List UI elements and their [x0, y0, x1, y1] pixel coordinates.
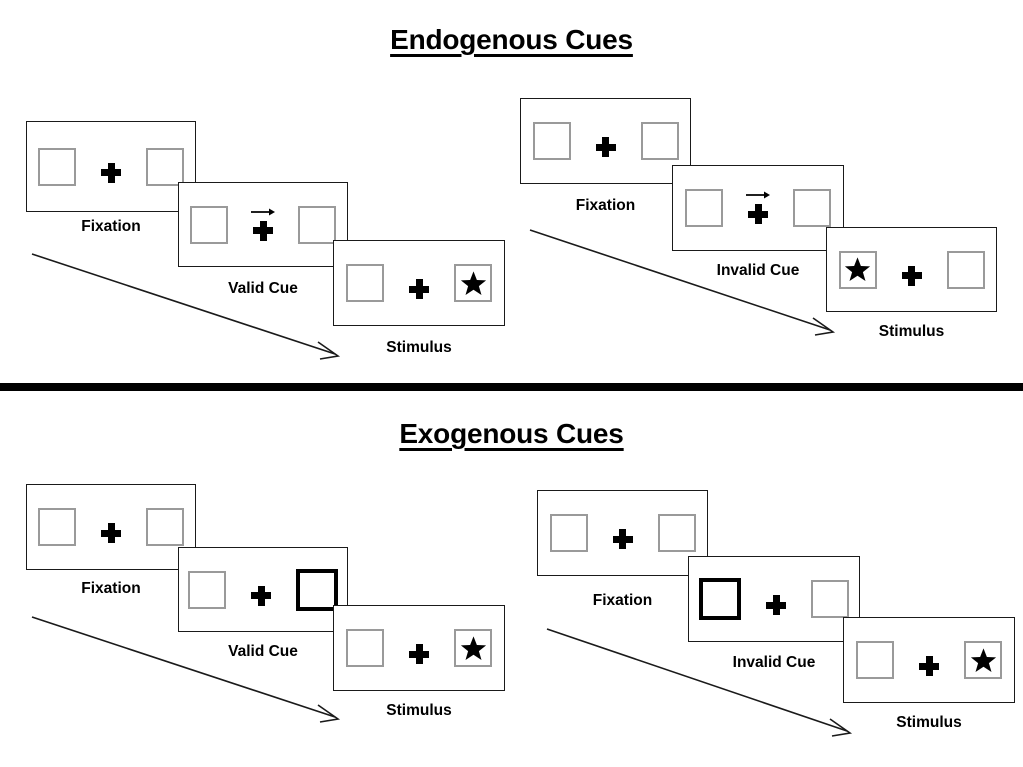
plus-cross-icon	[766, 595, 786, 615]
arrow-right-icon	[745, 190, 771, 200]
star-icon	[970, 647, 996, 672]
plus-cross-icon	[251, 585, 271, 606]
right-box	[946, 250, 985, 289]
arrow-right-icon	[250, 207, 276, 217]
panel-endo-invalid-stimulus[interactable]	[826, 227, 997, 312]
right-box	[454, 264, 492, 302]
left-box	[838, 250, 877, 289]
caption-exo-valid-cue: Valid Cue	[228, 643, 298, 660]
panel-content	[521, 99, 690, 183]
left-box	[188, 570, 226, 609]
right-box	[146, 147, 184, 186]
fixation-cross-stack	[897, 251, 927, 289]
time-arrow-endogenous-valid	[30, 250, 350, 365]
left-box	[190, 205, 228, 244]
panel-content	[334, 241, 504, 325]
section-title-exogenous: Exogenous Cues	[399, 418, 624, 449]
panel-content	[27, 485, 195, 569]
panel-exo-invalid-fixation[interactable]	[537, 490, 708, 576]
right-box	[657, 514, 696, 552]
caption-exo-valid-stimulus: Stimulus	[386, 702, 452, 719]
panel-exo-valid-stimulus[interactable]	[333, 605, 505, 691]
fixation-cross-stack	[404, 264, 434, 302]
panel-endo-valid-cue[interactable]	[178, 182, 348, 267]
plus-cross-icon	[595, 137, 616, 157]
left-box	[549, 514, 588, 552]
section-divider	[0, 383, 1023, 391]
panel-endo-valid-fixation[interactable]	[26, 121, 196, 212]
panel-endo-valid-stimulus[interactable]	[333, 240, 505, 326]
panel-endo-invalid-cue[interactable]	[672, 165, 844, 251]
panel-exo-valid-cue[interactable]	[178, 547, 348, 632]
star-icon	[460, 270, 486, 295]
fixation-cross-stack	[248, 206, 278, 244]
left-box	[346, 629, 384, 667]
star-icon	[844, 257, 871, 281]
panel-content	[844, 618, 1014, 702]
right-box	[454, 629, 492, 667]
fixation-cross-stack	[96, 508, 126, 546]
panel-content	[179, 183, 347, 266]
plus-cross-icon	[748, 204, 768, 224]
panel-content	[179, 548, 347, 631]
caption-exo-invalid-stimulus: Stimulus	[896, 714, 962, 731]
panel-content	[689, 557, 859, 641]
panel-content	[673, 166, 843, 250]
plus-cross-icon	[409, 644, 429, 664]
left-box	[685, 189, 723, 227]
panel-exo-invalid-stimulus[interactable]	[843, 617, 1015, 703]
plus-cross-icon	[901, 265, 922, 286]
right-box-highlighted	[296, 568, 338, 611]
plus-cross-icon	[612, 529, 633, 549]
star-icon	[460, 635, 486, 660]
fixation-cross-stack	[914, 641, 944, 679]
plus-cross-icon	[409, 279, 429, 299]
fixation-cross-stack	[404, 629, 434, 667]
caption-endo-invalid-fixation: Fixation	[575, 197, 636, 214]
left-box	[532, 122, 571, 160]
panel-exo-invalid-cue[interactable]	[688, 556, 860, 642]
plus-cross-icon	[101, 523, 121, 543]
right-box	[146, 508, 184, 546]
plus-cross-icon	[101, 162, 121, 183]
caption-endo-valid-cue: Valid Cue	[228, 280, 298, 297]
right-box	[811, 580, 849, 618]
panel-endo-invalid-fixation[interactable]	[520, 98, 691, 184]
left-box	[38, 147, 76, 186]
left-box-highlighted	[699, 578, 741, 620]
plus-cross-icon	[253, 220, 273, 241]
section-title-endogenous: Endogenous Cues	[390, 24, 633, 55]
caption-endo-invalid-cue: Invalid Cue	[716, 262, 800, 279]
caption-exo-valid-fixation: Fixation	[81, 580, 141, 597]
right-box	[298, 205, 336, 244]
caption-exo-invalid-fixation: Fixation	[592, 592, 653, 609]
fixation-cross-stack	[96, 148, 126, 186]
fixation-cross-stack	[743, 189, 773, 227]
panel-content	[27, 122, 195, 211]
panel-content	[827, 228, 996, 311]
panel-exo-valid-fixation[interactable]	[26, 484, 196, 570]
fixation-cross-stack	[591, 122, 621, 160]
right-box	[640, 122, 679, 160]
plus-cross-icon	[919, 656, 939, 676]
fixation-cross-stack	[246, 571, 276, 609]
caption-endo-valid-stimulus: Stimulus	[386, 339, 452, 356]
left-box	[346, 264, 384, 302]
right-box	[964, 641, 1002, 679]
caption-exo-invalid-cue: Invalid Cue	[732, 654, 816, 671]
caption-endo-invalid-stimulus: Stimulus	[878, 323, 945, 340]
left-box	[856, 641, 894, 679]
fixation-cross-stack	[608, 514, 638, 552]
caption-endo-valid-fixation: Fixation	[81, 218, 141, 235]
fixation-cross-stack	[761, 580, 791, 618]
panel-content	[334, 606, 504, 690]
panel-content	[538, 491, 707, 575]
left-box	[38, 508, 76, 546]
time-arrow-exogenous-invalid	[545, 625, 865, 745]
right-box	[793, 189, 831, 227]
